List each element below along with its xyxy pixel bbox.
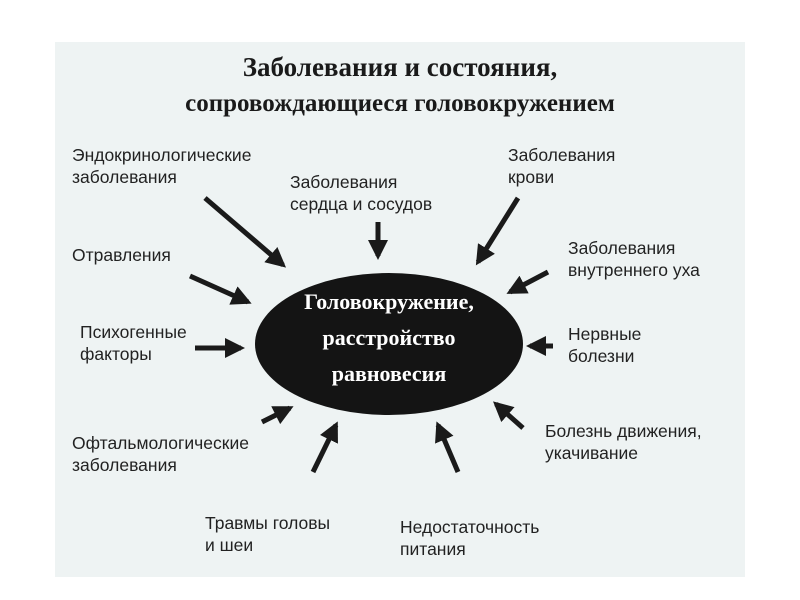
label-psychogenic: Психогенные факторы xyxy=(80,322,187,364)
arrow-trauma xyxy=(310,421,339,474)
arrow-motion xyxy=(493,401,525,430)
arrow-ophthalmic xyxy=(260,405,294,425)
label-head-neck-trauma: Травмы головы и шеи xyxy=(205,513,331,555)
label-poisoning: Отравления xyxy=(72,245,171,265)
label-blood: Заболевания крови xyxy=(508,145,616,187)
label-ophthalmic: Офтальмологические заболевания xyxy=(72,433,249,475)
arrow-poisoning xyxy=(188,273,252,305)
central-ellipse xyxy=(255,273,523,415)
label-nutrition: Недостаточность питания xyxy=(400,517,540,559)
label-endocrine: Эндокринологические заболевания xyxy=(72,145,252,187)
label-inner-ear: Заболевания внутреннего уха xyxy=(568,238,700,280)
label-motion-sickness: Болезнь движения, укачивание xyxy=(545,421,702,463)
arrow-blood xyxy=(475,196,521,266)
arrow-inner-ear xyxy=(506,269,550,295)
title-line-2: сопровождающиеся головокружением xyxy=(185,90,615,117)
central-label: Головокружение, расстройство равновесия xyxy=(304,289,474,386)
arrow-nutrition xyxy=(435,421,461,473)
label-heart-vessels: Заболевания сердца и сосудов xyxy=(290,172,433,214)
title-line-1: Заболевания и состояния, xyxy=(242,52,558,82)
arrow-endocrine xyxy=(203,196,287,268)
label-nervous: Нервные болезни xyxy=(568,324,642,366)
